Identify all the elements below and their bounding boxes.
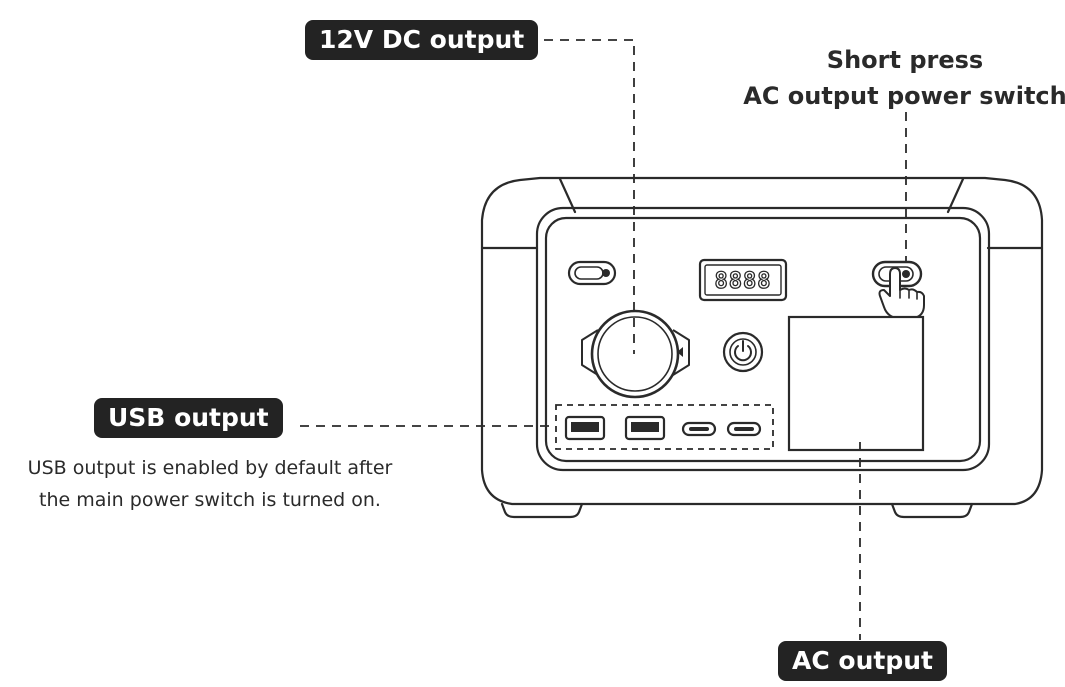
label-ac-output: AC output [778,641,947,681]
lcd-digits: 8888 [715,269,772,294]
ac-switch-note-line1: Short press [826,46,984,74]
main-power-switch[interactable] [567,260,617,286]
hand-pointer-icon [878,267,925,319]
dc-socket-icon[interactable] [581,309,690,399]
ac-outlet-panel[interactable] [787,315,925,452]
label-usb-output: USB output [94,398,283,438]
usb-output-note: USB output is enabled by default after t… [0,452,420,516]
ac-switch-note-line2: AC output power switch [743,82,1065,110]
front-panel-outer [535,206,991,472]
usb-a-port-icon[interactable] [624,415,666,441]
right-foot [890,502,974,519]
label-dc-output: 12V DC output [305,20,539,60]
usb-note-line2: the main power switch is turned on. [39,489,381,511]
ac-switch-note: Short press AC output power switch [730,42,1065,114]
usb-c-port-icon[interactable] [726,421,762,437]
usb-note-line1: USB output is enabled by default after [27,457,393,479]
front-panel-inner [544,216,982,463]
usb-c-port-icon[interactable] [681,421,717,437]
lcd-display [698,258,788,302]
usb-ports-group [555,404,774,450]
device-top-band [558,177,965,214]
device-housing [480,176,1044,506]
usb-a-port-icon[interactable] [564,415,606,441]
leader-dc-output [544,39,635,354]
power-icon[interactable] [722,331,764,373]
left-foot [500,502,584,519]
